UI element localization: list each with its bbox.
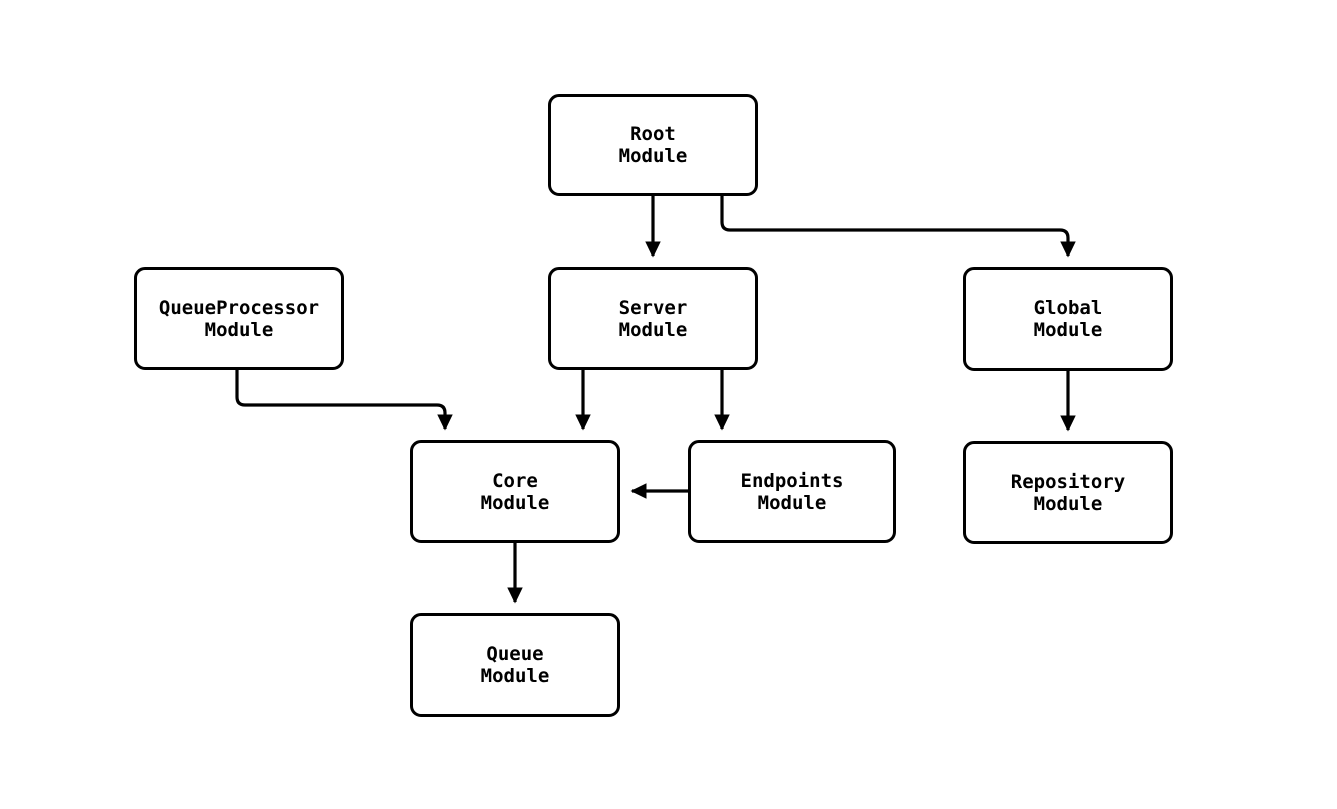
- node-server-module-label: Server Module: [618, 296, 688, 341]
- node-repository-module[interactable]: Repository Module: [963, 441, 1173, 544]
- edge-queueprocessor-core: [235, 370, 453, 431]
- node-root-module[interactable]: Root Module: [548, 94, 758, 196]
- node-endpoints-module-label: Endpoints Module: [740, 469, 844, 514]
- node-endpoints-module[interactable]: Endpoints Module: [688, 440, 896, 543]
- edge-root-global: [720, 196, 1076, 258]
- node-global-module-label: Global Module: [1033, 297, 1103, 341]
- node-repository-module-label: Repository Module: [1010, 470, 1126, 515]
- node-queueprocessor-module[interactable]: QueueProcessor Module: [134, 267, 344, 370]
- node-queue-module[interactable]: Queue Module: [410, 613, 620, 717]
- node-core-module[interactable]: Core Module: [410, 440, 620, 543]
- node-queue-module-label: Queue Module: [480, 643, 550, 687]
- node-queueprocessor-module-label: QueueProcessor Module: [158, 296, 320, 341]
- node-core-module-label: Core Module: [480, 469, 550, 514]
- node-server-module[interactable]: Server Module: [548, 267, 758, 370]
- node-root-module-label: Root Module: [618, 123, 688, 167]
- node-global-module[interactable]: Global Module: [963, 267, 1173, 371]
